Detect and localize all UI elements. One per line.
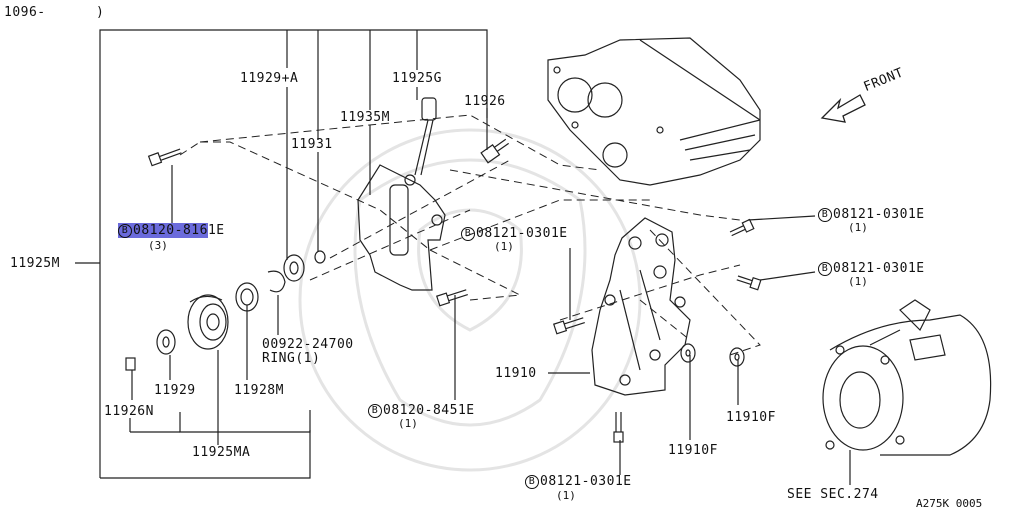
ring-name: RING <box>262 351 296 366</box>
part-11929A[interactable]: 11929+A <box>240 71 299 86</box>
b-badge-icon: B <box>818 208 832 222</box>
adjuster-bolt <box>414 97 437 176</box>
bolt-qty: (1) <box>398 417 418 430</box>
bolt-qty: (1) <box>848 221 868 234</box>
part-11910F-lower[interactable]: 11910F <box>668 443 718 458</box>
ring-part-number[interactable]: 00922-24700 <box>262 337 354 352</box>
bolt-icons <box>147 138 762 443</box>
part-11929[interactable]: 11929 <box>154 383 196 398</box>
ring-qty: (1) <box>295 351 321 366</box>
ring-label: RING(1) <box>262 352 320 365</box>
b-badge-icon: B <box>525 475 539 489</box>
engine-block <box>547 37 761 186</box>
bolt-code: 08121-0301E <box>833 261 925 276</box>
part-11926N[interactable]: 11926N <box>104 404 154 419</box>
bolt-code-rest: 1E <box>207 223 225 238</box>
b-badge-icon: B <box>461 227 475 241</box>
b-badge-icon: B <box>118 224 132 238</box>
part-11910F-right[interactable]: 11910F <box>726 410 776 425</box>
part-11926[interactable]: 11926 <box>464 94 506 109</box>
leader-bracket-lines <box>75 29 851 485</box>
part-11910[interactable]: 11910 <box>495 366 537 381</box>
ac-compressor <box>822 299 992 456</box>
see-section-link[interactable]: SEE SEC.274 <box>787 487 879 502</box>
bolt-code-selected: 08120-816 <box>133 223 208 238</box>
pulley-stack <box>125 250 326 371</box>
part-11928M[interactable]: 11928M <box>234 383 284 398</box>
catalog-code: A275K 0005 <box>916 497 983 510</box>
part-11925MA[interactable]: 11925MA <box>192 445 251 460</box>
bolt-code: 08121-0301E <box>476 226 568 241</box>
front-arrow-icon <box>820 94 866 123</box>
range-prefix: 1096- <box>4 5 46 20</box>
b-badge-icon: B <box>368 404 382 418</box>
part-11925M[interactable]: 11925M <box>10 256 60 271</box>
upper-bracket <box>357 164 446 291</box>
bolt-code: 08121-0301E <box>540 474 632 489</box>
bolt-qty: (1) <box>556 489 576 502</box>
bolt-code: 08120-8451E <box>383 403 475 418</box>
part-11925G[interactable]: 11925G <box>392 71 442 86</box>
lower-bracket <box>591 217 691 396</box>
range-suffix: ) <box>96 5 105 20</box>
bolt-qty: (1) <box>848 275 868 288</box>
part-11935M[interactable]: 11935M <box>340 110 390 125</box>
bolt-qty: (1) <box>494 240 514 253</box>
part-11931[interactable]: 11931 <box>291 137 333 152</box>
bolt-code: 08121-0301E <box>833 207 925 222</box>
bolt-qty: (3) <box>148 239 168 252</box>
spacers <box>680 343 745 367</box>
b-badge-icon: B <box>818 262 832 276</box>
